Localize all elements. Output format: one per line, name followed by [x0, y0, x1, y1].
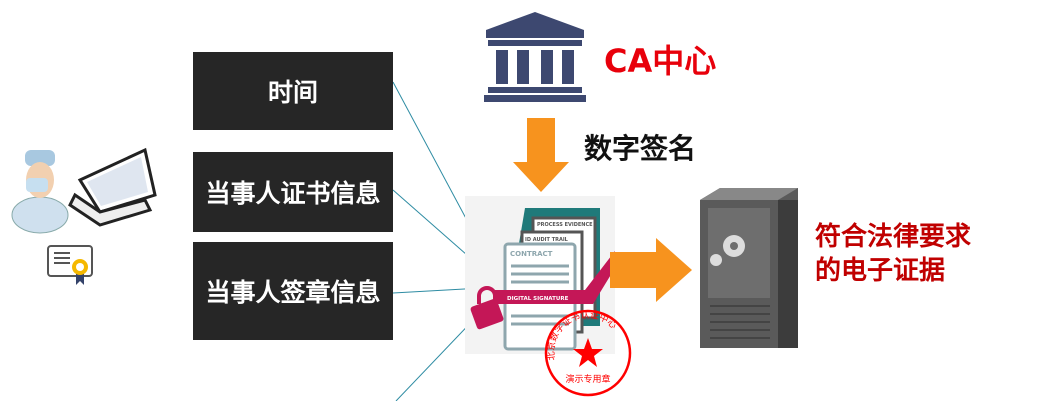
digital-signature-text: DIGITAL SIGNATURE — [507, 296, 569, 302]
certificate-icon — [47, 245, 93, 285]
seal-bottom-text: 演示专用章 — [565, 373, 610, 385]
right-arrow-icon — [610, 238, 692, 302]
contract-text: CONTRACT — [510, 250, 553, 258]
bank-building-icon — [484, 12, 586, 102]
user-laptop-icon — [11, 147, 157, 234]
down-arrow-icon — [513, 118, 569, 192]
ca-center-label: CA中心 — [604, 42, 717, 80]
audit-trail-text: ID AUDIT TRAIL — [525, 237, 569, 243]
legal-evidence-line-2: 的电子证据 — [815, 256, 946, 286]
digital-signature-label: 数字签名 — [584, 132, 697, 165]
box-party-cert-info: 当事人证书信息 — [193, 152, 393, 232]
box-party-seal-info: 当事人签章信息 — [193, 242, 393, 340]
box-time: 时间 — [193, 52, 393, 130]
server-icon — [700, 188, 798, 348]
official-seal-stamp: 北京数字证书认证中心 演示专用章 — [544, 309, 632, 397]
legal-evidence-line-1: 符合法律要求 — [815, 222, 972, 252]
process-evidence-text: PROCESS EVIDENCE — [537, 222, 593, 228]
legal-evidence-label: 符合法律要求 的电子证据 — [815, 220, 971, 288]
